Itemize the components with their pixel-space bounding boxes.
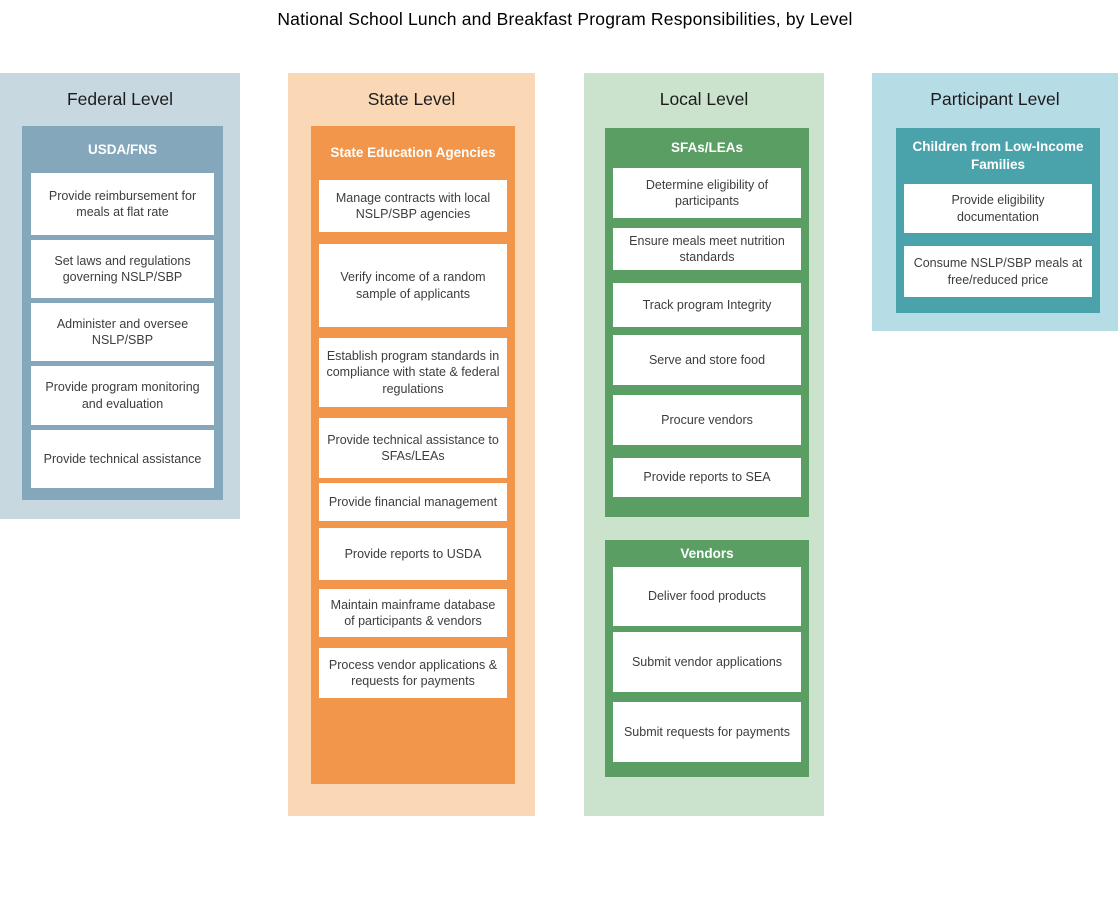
column-title-federal: Federal Level	[66, 89, 174, 109]
column-participant: Participant Level Children from Low-Inco…	[872, 73, 1118, 331]
column-title-state: State Level	[367, 89, 456, 109]
responsibility-item: Establish program standards in complianc…	[319, 338, 507, 407]
group-header-children-low-income-families: Children from Low-Income Families	[912, 139, 1084, 172]
group-header-sfas-leas: SFAs/LEAs	[670, 140, 744, 156]
responsibility-item: Verify income of a random sample of appl…	[319, 244, 507, 327]
group-sfas-leas: SFAs/LEAs Determine eligibility of parti…	[605, 128, 809, 517]
responsibility-item: Provide reports to USDA	[319, 528, 507, 580]
column-local: Local Level SFAs/LEAs Determine eligibil…	[584, 73, 824, 816]
group-header-vendors: Vendors	[680, 545, 734, 561]
column-title-local: Local Level	[659, 89, 749, 109]
responsibility-item: Submit requests for payments	[613, 702, 801, 762]
responsibility-item: Provide program monitoring and evaluatio…	[31, 366, 214, 425]
group-children-low-income-families: Children from Low-Income Families Provid…	[896, 128, 1100, 313]
responsibility-item: Maintain mainframe database of participa…	[319, 589, 507, 637]
responsibility-item: Administer and oversee NSLP/SBP	[31, 303, 214, 361]
responsibility-item: Serve and store food	[613, 335, 801, 385]
column-federal: Federal Level USDA/FNS Provide reimburse…	[0, 73, 240, 519]
group-state-education-agencies: State Education Agencies Manage contract…	[311, 126, 515, 784]
responsibility-item: Ensure meals meet nutrition standards	[613, 228, 801, 270]
responsibility-item: Manage contracts with local NSLP/SBP age…	[319, 180, 507, 232]
responsibility-item: Provide reimbursement for meals at flat …	[31, 173, 214, 235]
column-state: State Level State Education Agencies Man…	[288, 73, 535, 816]
responsibility-item: Process vendor applications & requests f…	[319, 648, 507, 698]
responsibility-item: Submit vendor applications	[613, 632, 801, 692]
diagram-title: National School Lunch and Breakfast Prog…	[277, 9, 853, 29]
group-header-state-education-agencies: State Education Agencies	[330, 145, 496, 161]
responsibility-item: Determine eligibility of participants	[613, 168, 801, 218]
responsibility-item: Provide technical assistance	[31, 430, 214, 488]
responsibility-item: Deliver food products	[613, 567, 801, 626]
responsibility-item: Track program Integrity	[613, 283, 801, 327]
group-usda-fns: USDA/FNS Provide reimbursement for meals…	[22, 126, 223, 500]
group-vendors: Vendors Deliver food products Submit ven…	[605, 540, 809, 777]
column-title-participant: Participant Level	[930, 89, 1060, 109]
responsibility-item: Procure vendors	[613, 395, 801, 445]
group-header-usda-fns: USDA/FNS	[87, 141, 157, 157]
responsibility-item: Provide eligibility documentation	[904, 184, 1092, 233]
responsibility-item: Provide reports to SEA	[613, 458, 801, 497]
responsibility-item: Provide financial management	[319, 483, 507, 521]
responsibility-item: Provide technical assistance to SFAs/LEA…	[319, 418, 507, 478]
responsibility-item: Consume NSLP/SBP meals at free/reduced p…	[904, 246, 1092, 297]
responsibility-item: Set laws and regulations governing NSLP/…	[31, 240, 214, 298]
